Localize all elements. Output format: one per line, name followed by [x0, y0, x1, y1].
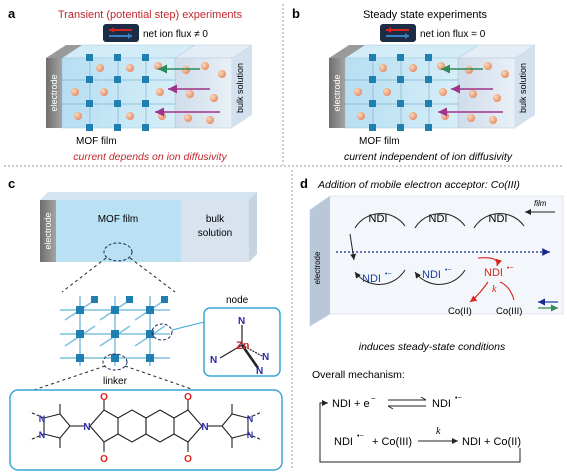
n-atom-left: N: [210, 355, 217, 366]
rate-k-d: k: [492, 284, 497, 295]
panel-d: d Addition of mobile electron acceptor: …: [300, 176, 564, 463]
panel-b-electrode: electrode: [332, 74, 342, 111]
linker-n-imide-right: N: [201, 422, 208, 433]
zn-node-structure: [219, 325, 263, 369]
panel-c-letter: c: [8, 176, 15, 191]
zn-atom: Zn: [236, 340, 250, 352]
panel-a-electrode: electrode: [49, 74, 59, 111]
ndi-rad-2: NDI: [422, 269, 441, 281]
linker-n-pz-left-2: N: [39, 430, 46, 440]
eq2-right: NDI + Co(II): [462, 436, 521, 448]
ndi-rad-2-sup: •−: [445, 267, 452, 274]
panel-b-flux-label: net ion flux = 0: [420, 29, 486, 40]
ndi-rad-1-sup: •−: [385, 271, 392, 278]
panel-c-electrode: electrode: [43, 212, 53, 249]
linker-o-1: O: [100, 392, 108, 403]
linker-o-4: O: [184, 454, 192, 465]
panel-c-linker-label: linker: [103, 376, 128, 387]
panel-a: a Transient (potential step) experiments…: [8, 6, 253, 163]
eq1-right: NDI: [432, 398, 451, 410]
linker-o-2: O: [100, 454, 108, 465]
co3-label: Co(III): [496, 306, 522, 317]
panel-b-caption: current independent of ion diffusivity: [344, 151, 513, 163]
n-atom-right: N: [262, 352, 269, 363]
ndi-rad-3-sup: •−: [507, 265, 514, 272]
equilibrium-arrow: [387, 396, 427, 410]
panel-a-bulk: bulk solution: [235, 63, 245, 113]
panel-c-bulk-2: solution: [198, 228, 232, 239]
flux-icon-a: [103, 24, 139, 42]
panel-a-caption: current depends on ion diffusivity: [73, 151, 227, 163]
panel-c-film: MOF film: [98, 214, 139, 225]
panel-a-letter: a: [8, 6, 16, 21]
eq1-sup: −: [371, 394, 376, 403]
linker-n-pz-right-1: N: [247, 414, 254, 424]
panel-c-node-label: node: [226, 295, 249, 306]
eq2-left: NDI: [334, 436, 353, 448]
panel-d-title: Addition of mobile electron acceptor: Co…: [317, 179, 520, 191]
panel-a-film: MOF film: [76, 136, 117, 147]
panel-a-flux-label: net ion flux ≠ 0: [143, 29, 208, 40]
hopping-cycles: [349, 213, 525, 285]
panel-b: b Steady state experiments net ion flux …: [292, 6, 536, 163]
ndi-rad-1: NDI: [362, 273, 381, 285]
eq2-mid: + Co(III): [372, 436, 412, 448]
panel-a-title: Transient (potential step) experiments: [58, 9, 243, 21]
panel-b-letter: b: [292, 6, 300, 21]
co2-label: Co(II): [448, 306, 472, 317]
panel-b-title: Steady state experiments: [363, 9, 488, 21]
ndi-linker-structure: [29, 400, 263, 452]
eq2-k: k: [436, 426, 441, 437]
eq2-left-sup: •−: [357, 433, 364, 440]
mof-lattice: [60, 296, 170, 366]
linker-n-imide-left: N: [83, 422, 90, 433]
ndi-3: NDI: [489, 213, 508, 225]
cycle-bracket: [319, 400, 521, 463]
panel-d-caption: induces steady-state conditions: [359, 341, 506, 353]
overall-mechanism-label: Overall mechanism:: [312, 369, 405, 381]
linker-n-pz-left-1: N: [39, 414, 46, 424]
ions-b: [354, 62, 509, 124]
ndi-2: NDI: [429, 213, 448, 225]
panel-b-film: MOF film: [359, 136, 400, 147]
ndi-rad-3: NDI: [484, 267, 503, 279]
flux-icon-b: [380, 24, 416, 42]
eq1-left: NDI + e: [332, 398, 370, 410]
linker-n-pz-right-2: N: [247, 430, 254, 440]
panel-d-film-label: film: [534, 199, 547, 208]
ions-a: [71, 62, 226, 124]
panel-d-electrode: electrode: [313, 251, 322, 284]
panel-d-letter: d: [300, 176, 308, 191]
panel-c: c electrode MOF film bulk solution: [8, 176, 283, 471]
ndi-1: NDI: [369, 213, 388, 225]
linker-o-3: O: [184, 392, 192, 403]
n-atom-front: N: [256, 366, 263, 377]
eq1-right-sup: •−: [455, 395, 462, 402]
n-atom-top: N: [238, 316, 245, 327]
panel-c-bulk-1: bulk: [206, 214, 225, 225]
panel-b-bulk: bulk solution: [518, 63, 528, 113]
